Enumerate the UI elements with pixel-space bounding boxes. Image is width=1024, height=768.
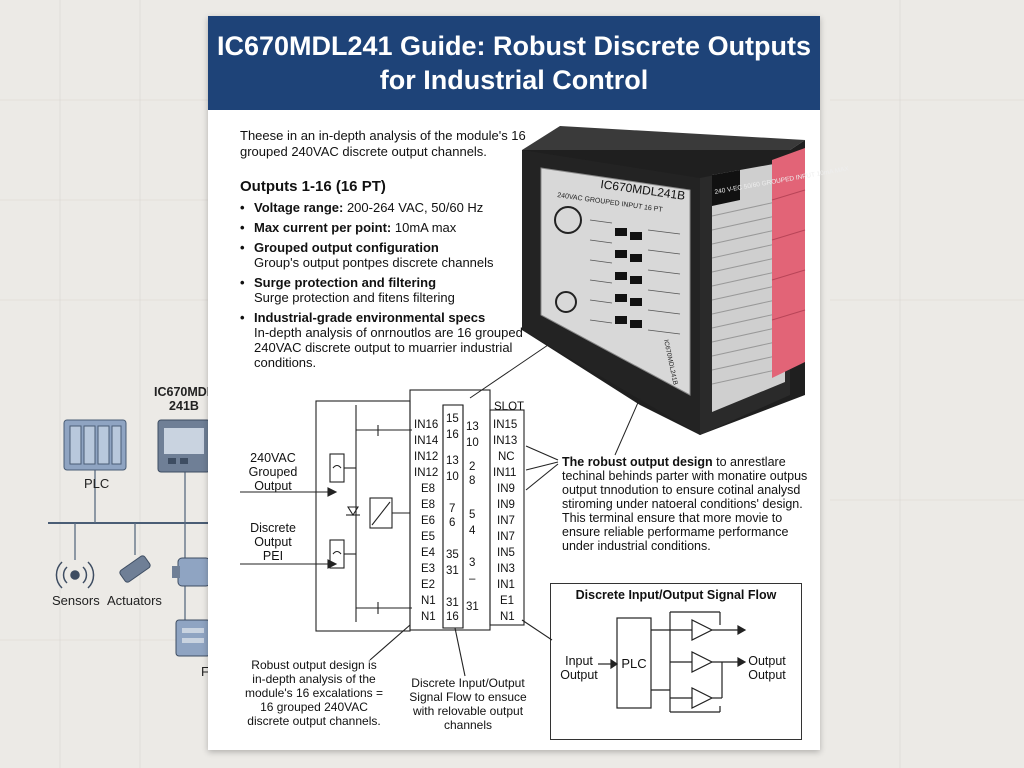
title-banner: IC670MDL241 Guide: Robust Discrete Outpu… <box>208 16 820 110</box>
bullet-item: •Max current per point: 10mA max <box>240 220 457 235</box>
outputs-section-title: Outputs 1-16 (16 PT) <box>240 178 386 195</box>
plc-rack-icon <box>63 419 127 471</box>
bullet-item: •Voltage range: 200-264 VAC, 50/60 Hz <box>240 200 484 215</box>
input-label-discrete: Discrete Output PEI <box>250 521 296 563</box>
module-small-icon <box>157 419 211 473</box>
wiring-note-center: Discrete Input/Output Signal Flow to ens… <box>409 676 527 732</box>
robust-design-description: The robust output design to anrestlare t… <box>562 455 808 553</box>
input-label-grouped: 240VAC Grouped Output <box>248 451 298 493</box>
sensor-icon <box>55 561 95 589</box>
signal-flow-title: Discrete Input/Output Signal Flow <box>575 588 777 602</box>
bg-sensors-label: Sensors <box>52 593 100 608</box>
flow-plc-label: PLC <box>621 656 647 671</box>
motor-icon <box>172 557 211 657</box>
wiring-note-left: Robust output design is in-depth analysi… <box>244 658 384 728</box>
bg-cut-label: F <box>201 664 209 679</box>
flow-output-label: Output Output <box>748 654 786 682</box>
guide-card: IC670MDL241 Guide: Robust Discrete Outpu… <box>208 16 820 750</box>
bg-module-label: IC670MDL 241B <box>154 385 215 413</box>
spec-bullet-list: •Voltage range: 200-264 VAC, 50/60 Hz •M… <box>238 200 528 375</box>
flow-input-label: Input Output <box>560 654 598 682</box>
actuator-icon <box>119 555 151 583</box>
intro-text: Theese in an in-depth analysis of the mo… <box>240 128 526 159</box>
page-title: IC670MDL241 Guide: Robust Discrete Outpu… <box>216 31 812 95</box>
bg-plc-label: PLC <box>84 476 110 491</box>
bg-actuators-label: Actuators <box>107 593 162 608</box>
